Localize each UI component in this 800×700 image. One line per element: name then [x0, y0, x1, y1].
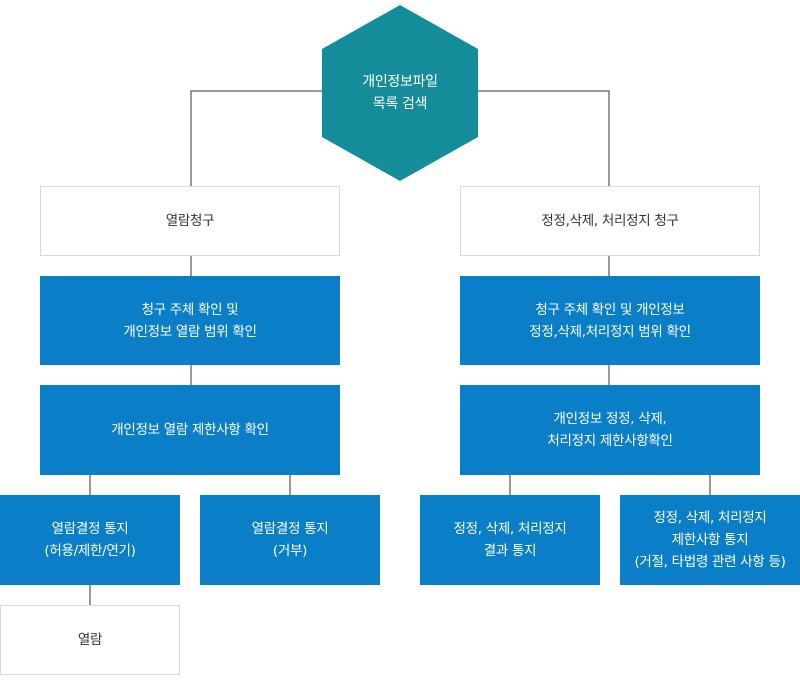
- hexagon-shape: [322, 5, 478, 181]
- right-restriction-label: 개인정보 정정, 삭제, 처리정지 제한사항확인: [547, 411, 673, 449]
- right-result-notice-box: 정정, 삭제, 처리정지 결과 통지: [420, 495, 600, 585]
- left-view-box: 열람: [0, 605, 180, 675]
- right-restriction-notice-box: 정정, 삭제, 처리정지 제한사항 통지 (거절, 타법령 관련 사항 등): [620, 495, 800, 585]
- right-verify-label: 청구 주체 확인 및 개인정보 정정,삭제,처리정지 범위 확인: [529, 301, 691, 340]
- left-notice-allow-label: 열람결정 통지 (허용/제한/연기): [44, 521, 136, 559]
- left-restriction-label: 개인정보 열람 제한사항 확인: [111, 422, 269, 438]
- left-notice-deny-label: 열람결정 통지 (거부): [251, 521, 329, 559]
- right-restriction-box: 개인정보 정정, 삭제, 처리정지 제한사항확인: [460, 385, 760, 475]
- left-verify-label: 청구 주체 확인 및 개인정보 열람 범위 확인: [123, 301, 257, 340]
- right-request-label: 정정,삭제, 처리정지 청구: [541, 213, 679, 229]
- left-restriction-box: 개인정보 열람 제한사항 확인: [40, 385, 340, 475]
- left-view-label: 열람: [77, 632, 103, 648]
- right-restriction-notice-label: 정정, 삭제, 처리정지 제한사항 통지 (거절, 타법령 관련 사항 등): [634, 510, 786, 570]
- right-request-box: 정정,삭제, 처리정지 청구: [460, 186, 760, 256]
- left-request-label: 열람청구: [165, 213, 215, 229]
- connector-root-left: [190, 90, 322, 186]
- right-result-notice-label: 정정, 삭제, 처리정지 결과 통지: [453, 521, 567, 559]
- root-hexagon: 개인정보파일 목록 검색: [322, 5, 478, 181]
- connector-root-right: [478, 90, 610, 186]
- left-notice-deny-box: 열람결정 통지 (거부): [200, 495, 380, 585]
- right-verify-box: 청구 주체 확인 및 개인정보 정정,삭제,처리정지 범위 확인: [460, 276, 760, 365]
- root-label: 개인정보파일 목록 검색: [362, 74, 438, 112]
- left-verify-box: 청구 주체 확인 및 개인정보 열람 범위 확인: [40, 276, 340, 365]
- left-request-box: 열람청구: [40, 186, 340, 256]
- left-notice-allow-box: 열람결정 통지 (허용/제한/연기): [0, 495, 180, 585]
